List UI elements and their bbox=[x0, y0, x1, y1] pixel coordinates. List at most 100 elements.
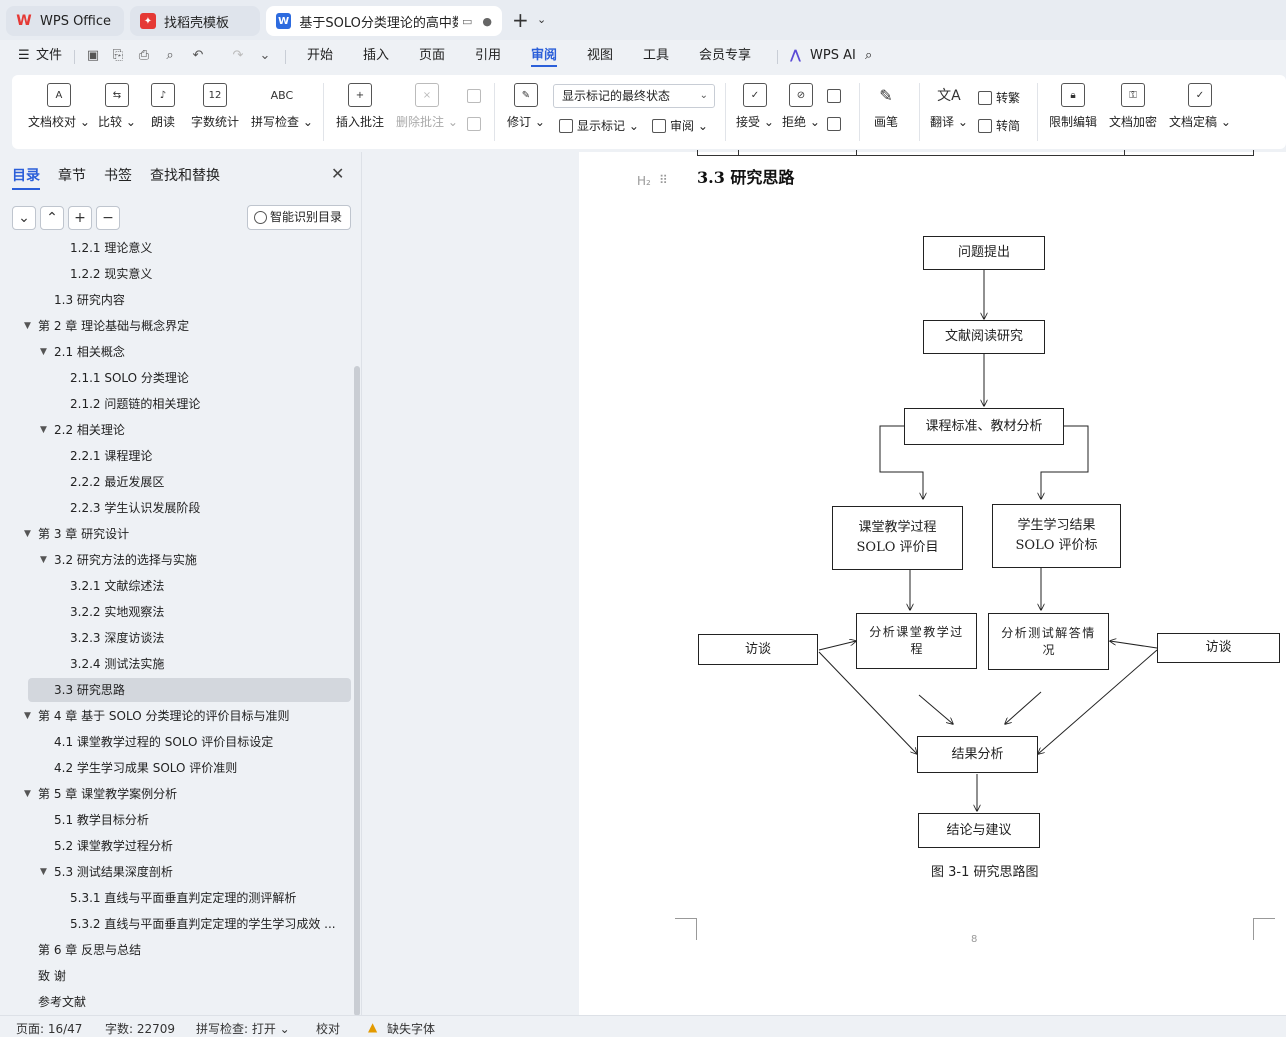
search-icon[interactable]: ⌕ bbox=[865, 48, 873, 63]
proofread-button[interactable]: A 文档校对 ⌄ bbox=[28, 83, 90, 130]
expand-triangle-icon[interactable]: ▼ bbox=[40, 347, 47, 357]
toc-item[interactable]: 致 谢 bbox=[0, 964, 350, 988]
toc-item[interactable]: 2.1.1 SOLO 分类理论 bbox=[0, 366, 350, 390]
toc-item[interactable]: 4.2 学生学习成果 SOLO 评价准则 bbox=[0, 756, 350, 780]
toc-item[interactable]: 4.1 课堂教学过程的 SOLO 评价目标设定 bbox=[0, 730, 350, 754]
show-markup-button[interactable]: 显示标记 ⌄ bbox=[559, 117, 639, 134]
menu-file[interactable]: 文件 bbox=[36, 48, 63, 63]
toc-item[interactable]: ▼第 3 章 研究设计 bbox=[0, 522, 350, 546]
toc-item[interactable]: 1.3 研究内容 bbox=[0, 288, 350, 312]
toc-item[interactable]: ▼第 5 章 课堂教学案例分析 bbox=[0, 782, 350, 806]
toc-item[interactable]: ▼3.2 研究方法的选择与实施 bbox=[0, 548, 350, 572]
heading-level-marker[interactable]: H₂ bbox=[637, 174, 651, 188]
spell-check-button[interactable]: ABC 拼写检查 ⌄ bbox=[251, 83, 313, 130]
toc-item[interactable]: ▼第 2 章 理论基础与概念界定 bbox=[0, 314, 350, 338]
menu-home[interactable]: 开始 bbox=[307, 48, 334, 63]
prev-comment-icon[interactable] bbox=[467, 89, 485, 103]
expand-triangle-icon[interactable]: ▼ bbox=[24, 711, 31, 721]
nav-tab-find-replace[interactable]: 查找和替换 bbox=[150, 168, 220, 184]
encrypt-button[interactable]: ⚿ 文档加密 bbox=[1109, 83, 1157, 130]
to-simplified-button[interactable]: 转简 bbox=[978, 117, 1020, 134]
smart-toc-button[interactable]: 智能识别目录 bbox=[247, 205, 351, 230]
toc-item[interactable]: ▼5.3 测试结果深度剖析 bbox=[0, 860, 350, 884]
undo-icon[interactable]: ↶ bbox=[192, 48, 204, 63]
toc-item[interactable]: ▼2.1 相关概念 bbox=[0, 340, 350, 364]
menu-insert[interactable]: 插入 bbox=[363, 48, 390, 63]
menu-page[interactable]: 页面 bbox=[419, 48, 446, 63]
insert-comment-button[interactable]: + 插入批注 bbox=[336, 83, 384, 130]
promote-level-button[interactable]: + bbox=[68, 206, 92, 230]
reject-button[interactable]: ⊘ 拒绝 ⌄ bbox=[782, 83, 820, 130]
menu-membership[interactable]: 会员专享 bbox=[699, 48, 752, 63]
expand-triangle-icon[interactable]: ▼ bbox=[24, 789, 31, 799]
translate-button[interactable]: 文A 翻译 ⌄ bbox=[930, 83, 968, 130]
quick-access-more-icon[interactable]: ⌄ bbox=[259, 48, 271, 63]
toc-item[interactable]: 2.2.3 学生认识发展阶段 bbox=[0, 496, 350, 520]
nav-tab-sections[interactable]: 章节 bbox=[58, 168, 86, 184]
redo-icon[interactable]: ↷ bbox=[232, 48, 244, 63]
word-count-button[interactable]: 12 字数统计 bbox=[191, 83, 239, 130]
finalize-button[interactable]: ✓ 文档定稿 ⌄ bbox=[1169, 83, 1231, 130]
toc-item[interactable]: 5.3.2 直线与平面垂直判定定理的学生学习成效 ... bbox=[0, 912, 350, 936]
tab-wps-office[interactable]: W WPS Office bbox=[6, 6, 124, 36]
read-aloud-button[interactable]: ♪ 朗读 bbox=[151, 83, 175, 130]
expand-triangle-icon[interactable]: ▼ bbox=[40, 425, 47, 435]
toc-item[interactable]: 3.2.3 深度访谈法 bbox=[0, 626, 350, 650]
menu-wps-ai[interactable]: WPS AI bbox=[810, 48, 856, 63]
toc-item[interactable]: 参考文献 bbox=[0, 990, 350, 1012]
nav-tab-bookmarks[interactable]: 书签 bbox=[104, 168, 132, 184]
delete-comment-button[interactable]: × 删除批注 ⌄ bbox=[396, 83, 458, 130]
wps-ai-icon[interactable]: ⋀ bbox=[790, 48, 801, 63]
collapse-all-button[interactable]: ⌃ bbox=[40, 206, 64, 230]
tab-list-chevron-icon[interactable]: ⌄ bbox=[537, 13, 547, 26]
toc-item[interactable]: 3.2.2 实地观察法 bbox=[0, 600, 350, 624]
toc-item[interactable]: ▼第 4 章 基于 SOLO 分类理论的评价目标与准则 bbox=[0, 704, 350, 728]
status-missing-font[interactable]: 缺失字体 bbox=[387, 1022, 436, 1036]
expand-triangle-icon[interactable]: ▼ bbox=[24, 321, 31, 331]
expand-all-button[interactable]: ⌄ bbox=[12, 206, 36, 230]
review-pane-button[interactable]: 审阅 ⌄ bbox=[652, 117, 708, 134]
status-page[interactable]: 页面: 16/47 bbox=[16, 1022, 83, 1036]
hamburger-icon[interactable]: ☰ bbox=[18, 48, 30, 63]
toc-item[interactable]: ▼2.2 相关理论 bbox=[0, 418, 350, 442]
unsaved-dot-icon[interactable]: ● bbox=[482, 14, 492, 28]
print-icon[interactable]: ⎙ bbox=[138, 48, 150, 63]
next-change-icon[interactable] bbox=[827, 117, 845, 131]
print-preview-icon[interactable]: ⌕ bbox=[166, 48, 174, 63]
toc-item[interactable]: 5.3.1 直线与平面垂直判定定理的测评解析 bbox=[0, 886, 350, 910]
markup-state-select[interactable]: 显示标记的最终状态 ⌄ bbox=[553, 84, 715, 108]
accept-button[interactable]: ✓ 接受 ⌄ bbox=[736, 83, 774, 130]
restrict-edit-button[interactable]: 🔒︎ 限制编辑 bbox=[1049, 83, 1097, 130]
save-icon[interactable]: ▣ bbox=[86, 48, 100, 63]
demote-level-button[interactable]: − bbox=[96, 206, 120, 230]
tab-template-store[interactable]: ✦ 找稻壳模板 bbox=[130, 6, 260, 36]
prev-change-icon[interactable] bbox=[827, 89, 845, 103]
nav-tab-toc[interactable]: 目录 bbox=[12, 165, 40, 190]
toc-item[interactable]: 3.2.1 文献综述法 bbox=[0, 574, 350, 598]
toc-item[interactable]: 1.2.2 现实意义 bbox=[0, 262, 350, 286]
ink-button[interactable]: ✎ 画笔 bbox=[874, 83, 898, 130]
toc-item[interactable]: 第 6 章 反思与总结 bbox=[0, 938, 350, 962]
expand-triangle-icon[interactable]: ▼ bbox=[24, 529, 31, 539]
status-proof[interactable]: 校对 bbox=[316, 1022, 341, 1036]
toc-item[interactable]: 3.2.4 测试法实施 bbox=[0, 652, 350, 676]
menu-review[interactable]: 审阅 bbox=[531, 47, 558, 67]
new-tab-button[interactable]: + bbox=[512, 8, 529, 32]
expand-triangle-icon[interactable]: ▼ bbox=[40, 867, 47, 877]
menu-references[interactable]: 引用 bbox=[475, 48, 502, 63]
toc-item[interactable]: 2.2.1 课程理论 bbox=[0, 444, 350, 468]
menu-tools[interactable]: 工具 bbox=[643, 48, 670, 63]
menu-view[interactable]: 视图 bbox=[587, 48, 614, 63]
toc-item-selected[interactable]: 3.3 研究思路 bbox=[28, 678, 351, 702]
toc-item[interactable]: 2.2.2 最近发展区 bbox=[0, 470, 350, 494]
toc-item[interactable]: 2.1.2 问题链的相关理论 bbox=[0, 392, 350, 416]
tab-document[interactable]: W 基于SOLO分类理论的高中数学 ▭ ● bbox=[266, 6, 502, 36]
close-icon[interactable]: ✕ bbox=[331, 164, 345, 183]
drag-handle-icon[interactable]: ⠿ bbox=[659, 173, 668, 187]
toc-item[interactable]: 1.2.1 理论意义 bbox=[0, 240, 350, 260]
status-word-count[interactable]: 字数: 22709 bbox=[105, 1022, 176, 1036]
compare-button[interactable]: ⇆ 比较 ⌄ bbox=[98, 83, 136, 130]
document-page[interactable]: H₂ ⠿ 3.3 研究思路 bbox=[579, 150, 1286, 1015]
revise-button[interactable]: ✎ 修订 ⌄ bbox=[507, 83, 545, 130]
toc-item[interactable]: 5.2 课堂教学过程分析 bbox=[0, 834, 350, 858]
